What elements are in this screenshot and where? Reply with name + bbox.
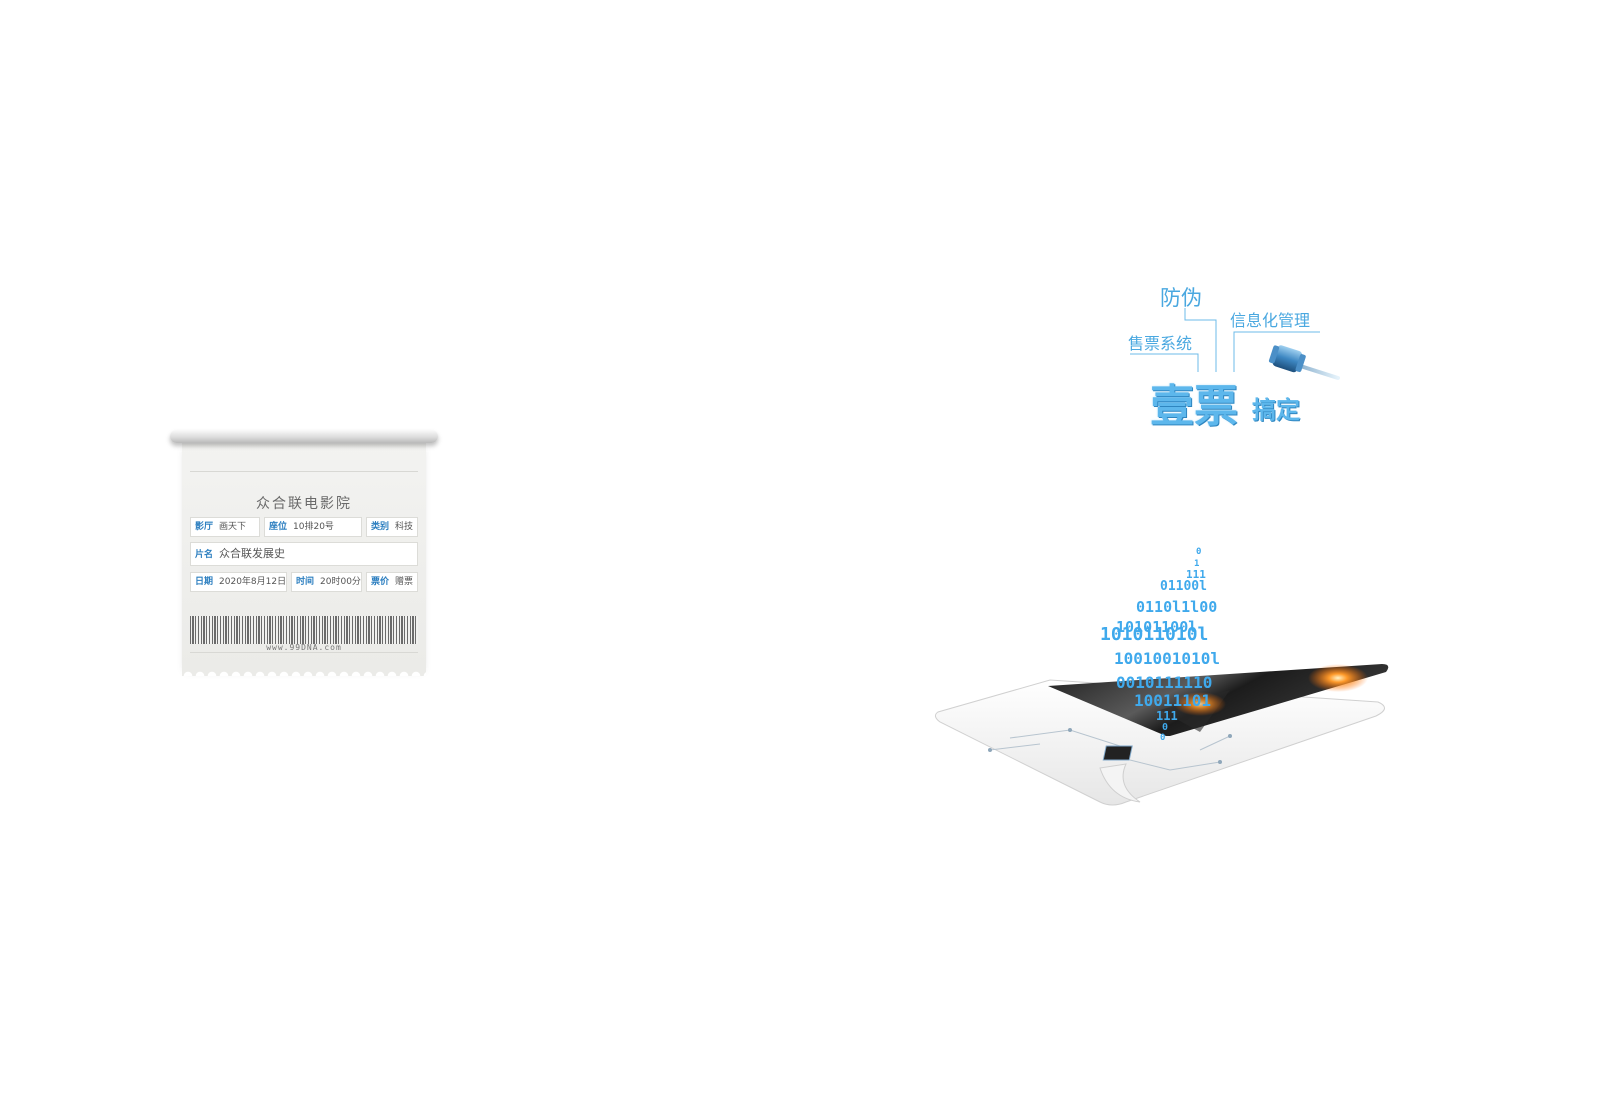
field-value: 众合联发展史 (219, 547, 286, 560)
binary-row: 101011010l (1100, 624, 1208, 645)
field-film: 片名众合联发展史 (190, 542, 418, 566)
ticket-paper: 众合联电影院 影厅画天下 座位 10排20号 类别科技 片名众合联发展史 日期 20… (182, 440, 426, 668)
field-value: 科技 (395, 522, 414, 532)
divider (190, 471, 418, 472)
field-hall: 影厅画天下 (190, 517, 260, 537)
divider (190, 652, 418, 653)
keyword-information-management: 信息化管理 (1230, 311, 1311, 330)
field-label: 片名 (195, 550, 214, 560)
keyword-ticketing-system: 售票系统 (1128, 334, 1193, 353)
binary-row: 1001001010l (1114, 649, 1220, 668)
field-time: 时间 20时00分 (291, 572, 362, 592)
binary-row: 0 (1160, 733, 1165, 743)
binary-row: 1 (1194, 559, 1199, 569)
slogan-main: 壹票 (1150, 381, 1238, 432)
field-label: 日期 (195, 577, 214, 587)
field-category: 类别科技 (366, 517, 418, 537)
binary-row: 0110l1l00 (1136, 598, 1217, 616)
field-seat: 座位 10排20号 (264, 517, 362, 537)
binary-row: 0 (1196, 547, 1201, 557)
binary-row: 111 (1156, 709, 1178, 723)
slogan-sub: 搞定 (1252, 395, 1300, 424)
field-value: 画天下 (219, 522, 247, 532)
field-price: 票价赠票 (366, 572, 418, 592)
field-value: 赠票 (395, 577, 414, 587)
binary-row: 01100l (1160, 579, 1207, 594)
barcode-text: www.99DNA.com (266, 643, 342, 652)
field-label: 类别 (371, 522, 390, 532)
binary-row: 0010111110 (1116, 673, 1212, 692)
cinema-name: 众合联电影院 (256, 496, 352, 512)
field-value: 2020年8月12日 (219, 577, 287, 587)
tablet-binary-icon: 0 1 111 01100l 0110l1l00 10101100l 10101… (934, 547, 1389, 806)
gavel-icon (1268, 345, 1340, 380)
keyword-anti-counterfeit: 防伪 (1160, 286, 1202, 310)
field-label: 座位 (269, 522, 288, 532)
field-label: 影厅 (195, 522, 214, 532)
binary-row: 10011101 (1134, 691, 1211, 710)
ticket: 众合联电影院 影厅画天下 座位 10排20号 类别科技 片名众合联发展史 日期 20… (168, 428, 440, 688)
slogan-connector-lines (1130, 308, 1320, 372)
binary-row: 0 (1162, 722, 1168, 733)
ticket-perforation (182, 666, 426, 676)
field-value: 10排20号 (293, 522, 334, 532)
binary-row: 10101100l (1116, 618, 1197, 636)
slogan: 防伪 信息化管理 售票系统 壹票 搞定 (1120, 276, 1360, 436)
ticket-roller (170, 430, 438, 443)
field-label: 票价 (371, 577, 390, 587)
binary-row: 111 (1186, 568, 1206, 581)
field-value: 20时00分 (320, 577, 361, 587)
barcode (190, 616, 418, 644)
field-label: 时间 (296, 577, 315, 587)
field-date: 日期 2020年8月12日 (190, 572, 287, 592)
